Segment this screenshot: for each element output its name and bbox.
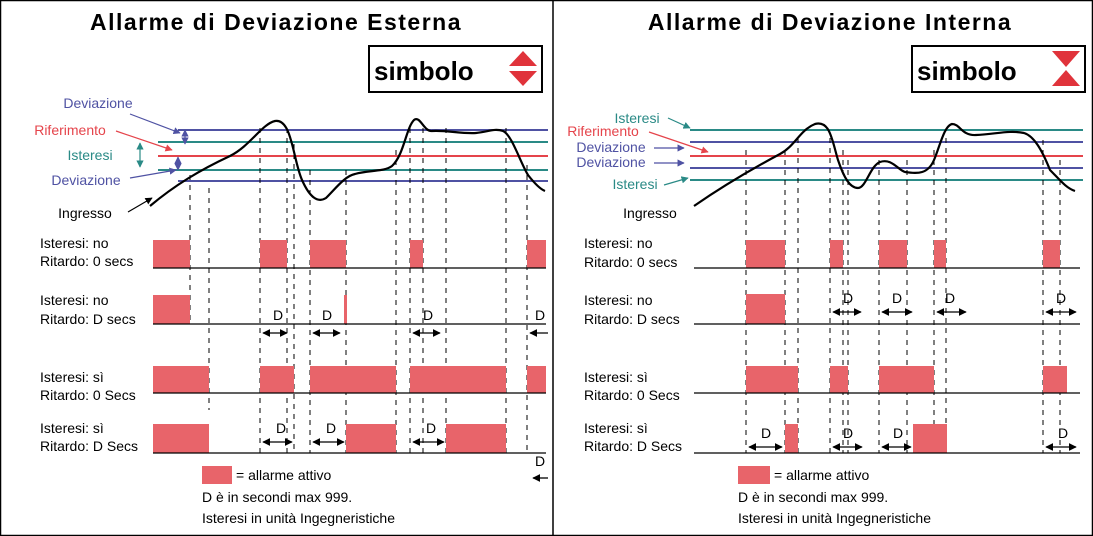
left-label-dev-top: Deviazione [63, 95, 132, 111]
left-guides [189, 128, 528, 453]
left-row1-alarm [153, 240, 546, 268]
right-row2-delay-marker: D [1056, 290, 1066, 306]
right-legend-note2: Isteresi in unità Ingegneristiche [738, 510, 931, 526]
right-row4-hysteresis: Isteresi: sì [584, 420, 648, 436]
right-title: Allarme di Deviazione Interna [648, 9, 1012, 35]
left-title: Allarme di Deviazione Esterna [90, 9, 462, 35]
left-row1-hysteresis: Isteresi: no [40, 235, 109, 251]
right-symbol-box: simbolo [911, 45, 1086, 93]
left-row4-alarm [153, 424, 506, 453]
right-guides [745, 138, 1061, 453]
left-panel: Allarme di Deviazione Esterna simbolo De… [34, 9, 548, 526]
right-legend-active: = allarme attivo [774, 467, 870, 483]
right-input-signal [693, 122, 1076, 207]
right-row2-alarm [746, 294, 785, 324]
left-row2-delay: Ritardo: D secs [40, 311, 136, 327]
left-input-signal [149, 117, 546, 207]
right-label-hyst-bottom: Isteresi [612, 176, 657, 192]
right-row2-delay: Ritardo: D secs [584, 311, 680, 327]
deviation-inside-arrows-icon [1052, 51, 1080, 86]
left-row1-delay: Ritardo: 0 secs [40, 253, 133, 269]
right-row4-delay-marker: D [843, 425, 853, 441]
left-legend-active: = allarme attivo [236, 467, 332, 483]
left-label-input: Ingresso [58, 205, 112, 221]
right-legend-note1: D è in secondi max 999. [738, 489, 888, 505]
left-row4-delay-marker: D [276, 420, 286, 436]
right-row1-alarm [746, 240, 1060, 268]
left-row2-delay-marker: D [273, 307, 283, 323]
right-row2-delay-marker: D [945, 290, 955, 306]
left-row4-hysteresis: Isteresi: sì [40, 420, 104, 436]
right-label-dev-bottom: Deviazione [576, 154, 645, 170]
right-row2-delay-marker: D [843, 290, 853, 306]
right-label-setpoint: Riferimento [567, 123, 639, 139]
right-label-hyst-top: Isteresi [614, 110, 659, 126]
right-row4-delay-marker: D [1058, 425, 1068, 441]
deviation-outside-arrows-icon [509, 51, 537, 86]
right-row1-hysteresis: Isteresi: no [584, 235, 653, 251]
left-row2-alarm [153, 295, 347, 324]
left-symbol-label: simbolo [374, 56, 474, 86]
left-row3-hysteresis: Isteresi: sì [40, 369, 104, 385]
left-legend-swatch [202, 466, 232, 484]
left-label-setpoint: Riferimento [34, 122, 106, 138]
left-row2-delay-marker: D [423, 307, 433, 323]
left-row2-delay-marker: D [535, 307, 545, 323]
left-row4-delay-marker: D [326, 420, 336, 436]
right-row2-delay-marker: D [892, 290, 902, 306]
right-row3-alarm [746, 366, 1067, 393]
left-symbol-box: simbolo [368, 45, 543, 93]
left-legend-note1: D è in secondi max 999. [202, 489, 352, 505]
right-row4-alarm [785, 424, 947, 453]
right-row3-delay: Ritardo: 0 Secs [584, 387, 680, 403]
right-row3-hysteresis: Isteresi: sì [584, 369, 648, 385]
left-row4-delay-marker: D [535, 453, 545, 469]
left-label-hyst: Isteresi [67, 147, 112, 163]
left-row2-delay-marker: D [322, 307, 332, 323]
right-label-input: Ingresso [623, 205, 677, 221]
right-row4-delay: Ritardo: D Secs [584, 438, 682, 454]
right-row1-delay: Ritardo: 0 secs [584, 254, 677, 270]
left-row4-delay: Ritardo: D Secs [40, 438, 138, 454]
left-row3-delay: Ritardo: 0 Secs [40, 387, 136, 403]
right-panel: Allarme di Deviazione Interna simbolo Is… [567, 9, 1086, 526]
right-row4-delay-marker: D [893, 425, 903, 441]
right-label-dev-top: Deviazione [576, 139, 645, 155]
left-row2-hysteresis: Isteresi: no [40, 292, 109, 308]
left-row4-delay-marker: D [426, 420, 436, 436]
left-legend-note2: Isteresi in unità Ingegneristiche [202, 510, 395, 526]
right-row4-delay-marker: D [761, 425, 771, 441]
right-row2-hysteresis: Isteresi: no [584, 292, 653, 308]
left-label-dev-bottom: Deviazione [51, 172, 120, 188]
left-row3-alarm [153, 366, 546, 393]
right-legend-swatch [738, 466, 770, 484]
right-symbol-label: simbolo [917, 56, 1017, 86]
